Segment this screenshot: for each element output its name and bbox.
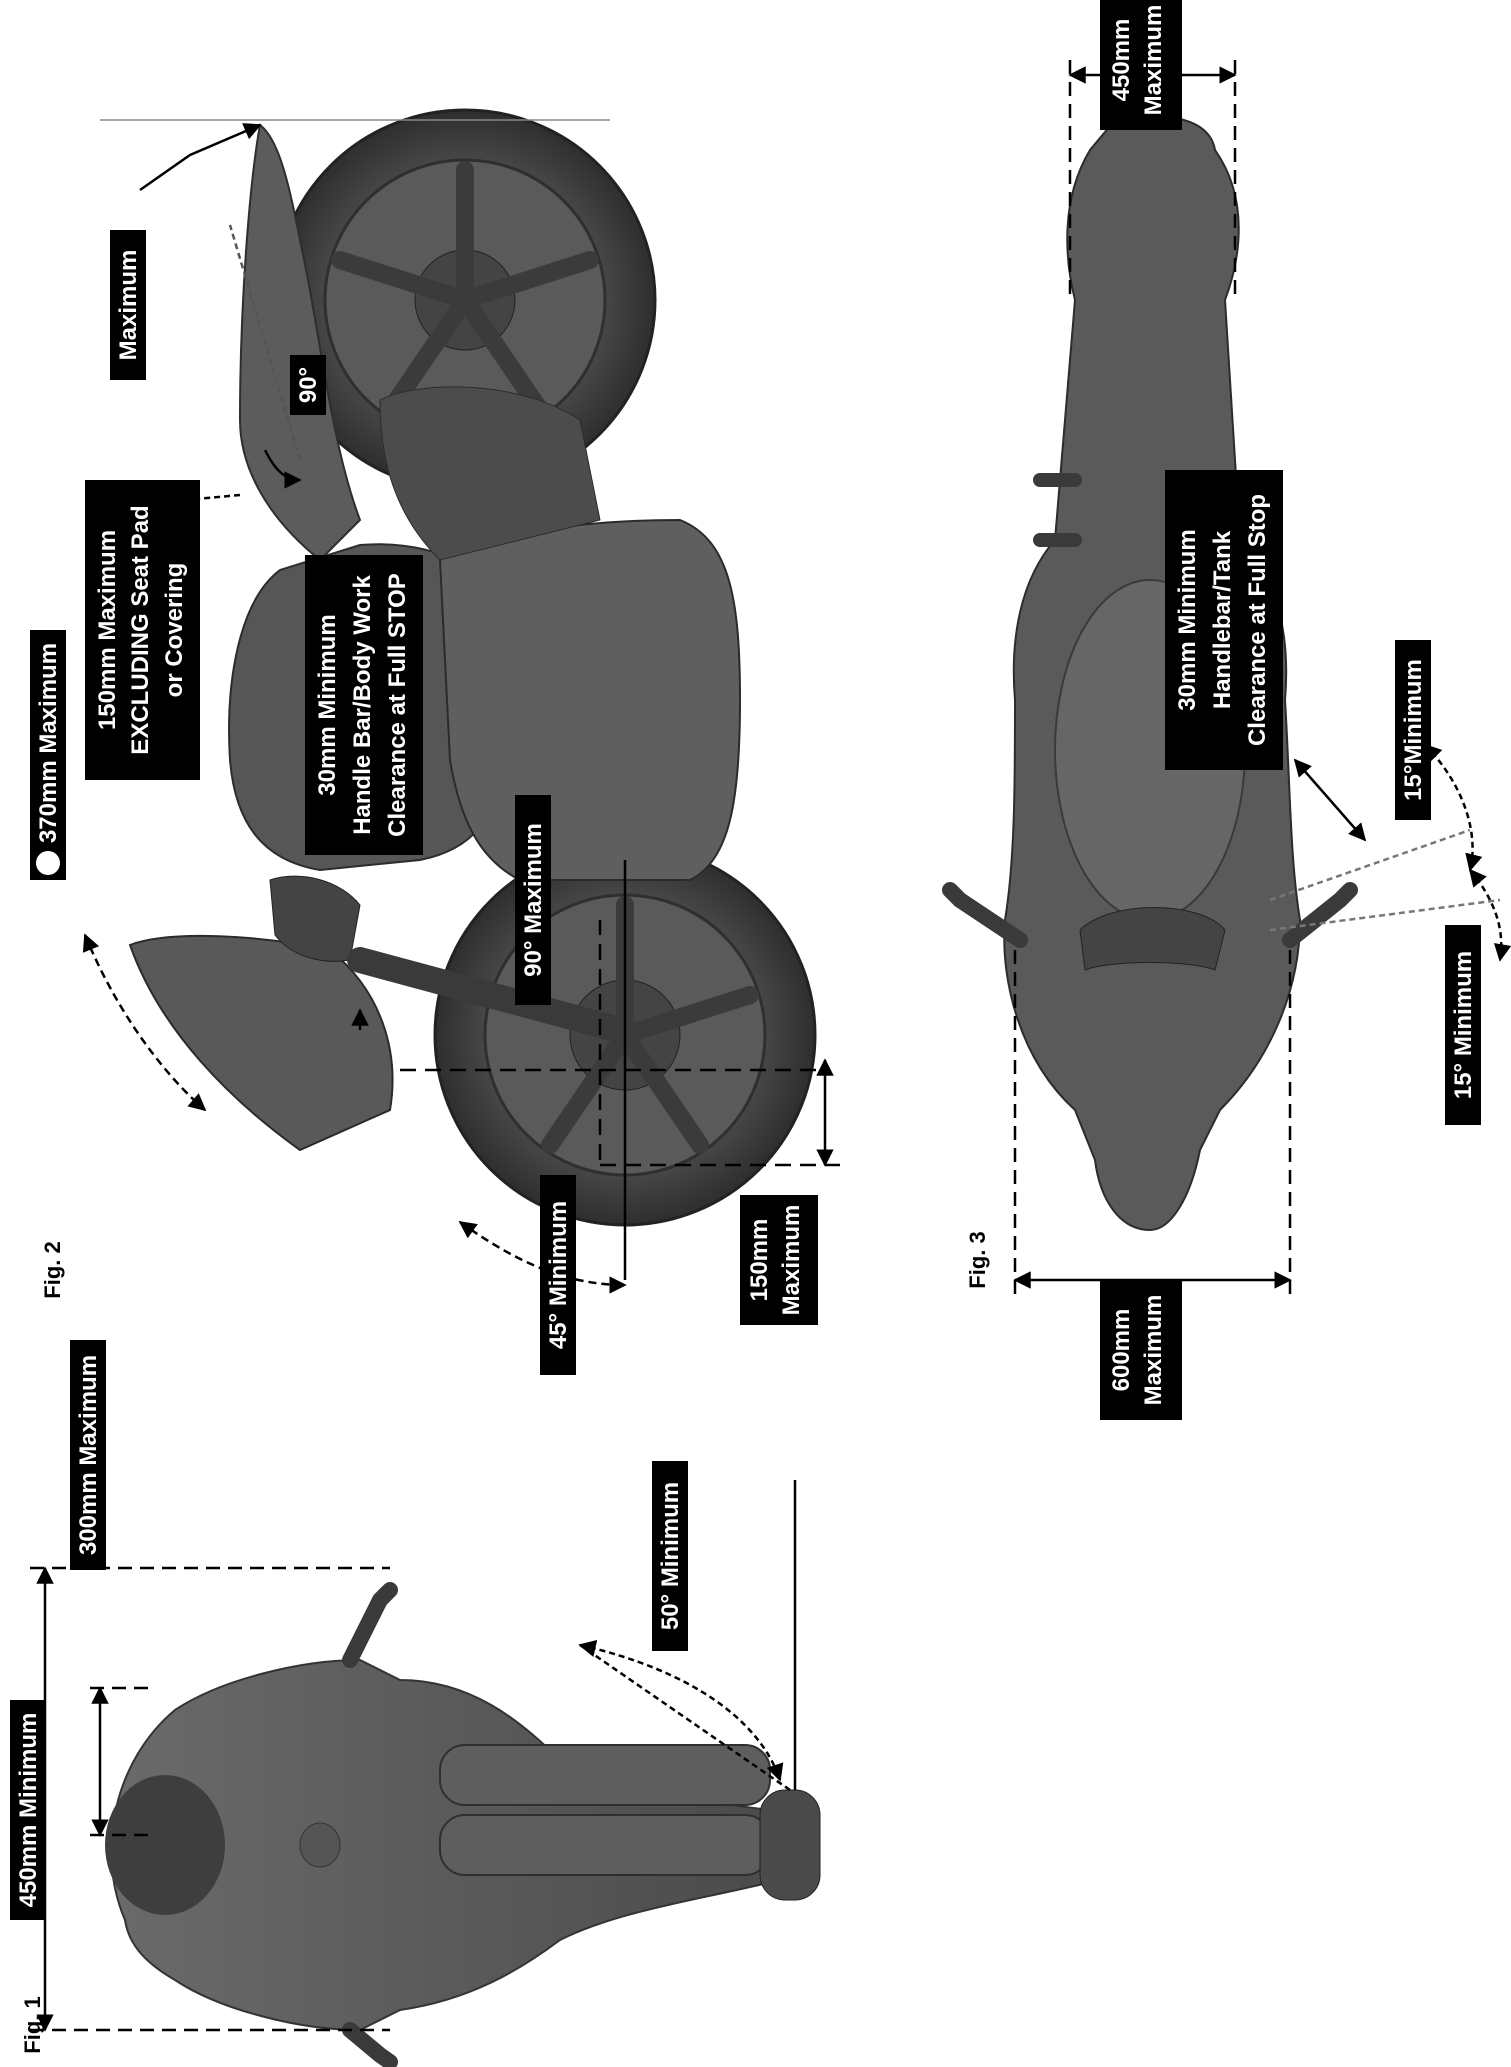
svg-text:Maximum: Maximum <box>115 250 142 361</box>
svg-text:300mm Maximum: 300mm Maximum <box>75 1355 102 1555</box>
svg-text:Fig. 2: Fig. 2 <box>40 1241 65 1298</box>
fig2-label-45-minimum: 45° Minimum <box>540 1175 576 1375</box>
fig3-label-450mm-maximum: 450mm Maximum <box>1100 0 1182 130</box>
svg-text:Maximum: Maximum <box>1140 1295 1167 1406</box>
fig2-label-370mm-maximum: 370mm Maximum <box>30 630 66 880</box>
figure-3: 450mm Maximum 30mm Minimum Handlebar/Tan… <box>942 0 1511 1420</box>
svg-text:50° Minimum: 50° Minimum <box>657 1482 684 1630</box>
fig3-caption: Fig. 3 <box>965 1231 990 1288</box>
svg-text:Maximum: Maximum <box>778 1205 805 1316</box>
svg-text:15°Minimum: 15°Minimum <box>1400 659 1427 801</box>
svg-text:Fig. 3: Fig. 3 <box>965 1231 990 1288</box>
fig2-label-90-maximum: 90° Maximum <box>515 795 551 1005</box>
fig3-label-15-minimum-b: 15° Minimum <box>1445 925 1481 1125</box>
svg-text:45° Minimum: 45° Minimum <box>545 1201 572 1349</box>
fig2-label-150mm-front: 150mm Maximum <box>740 1195 818 1325</box>
svg-text:450mm Minimum: 450mm Minimum <box>15 1713 42 1908</box>
svg-text:Clearance at Full STOP: Clearance at Full STOP <box>384 573 411 837</box>
svg-text:15° Minimum: 15° Minimum <box>1450 951 1477 1099</box>
svg-text:450mm: 450mm <box>1108 19 1135 102</box>
svg-text:30mm Minimum: 30mm Minimum <box>314 614 341 795</box>
fig2-label-30mm-clearance: 30mm Minimum Handle Bar/Body Work Cleara… <box>305 555 423 855</box>
svg-text:150mm: 150mm <box>746 1219 773 1302</box>
svg-text:EXCLUDING Seat Pad: EXCLUDING Seat Pad <box>127 505 154 754</box>
figure-1: 450mm Minimum 300mm Maximum 50° Minimum … <box>10 1340 821 2067</box>
fig3-label-15-minimum-a: 15°Minimum <box>1395 640 1431 820</box>
svg-text:600mm: 600mm <box>1108 1309 1135 1392</box>
fig3-label-600mm-maximum: 600mm Maximum <box>1100 1280 1182 1420</box>
svg-text:Fig. 1: Fig. 1 <box>20 1996 45 2053</box>
svg-text:30mm Minimum: 30mm Minimum <box>1174 529 1201 710</box>
svg-text:Handle Bar/Body Work: Handle Bar/Body Work <box>349 575 376 835</box>
fig1-label-50-minimum: 50° Minimum <box>652 1461 688 1651</box>
fig2-dimensions <box>82 119 840 1294</box>
fig2-label-90-deg: 90° <box>290 355 326 415</box>
fig2-label-150mm-seat: 150mm Maximum EXCLUDING Seat Pad or Cove… <box>85 480 200 780</box>
svg-text:90°: 90° <box>295 367 322 403</box>
svg-text:90° Maximum: 90° Maximum <box>520 823 547 977</box>
fig3-dimensions <box>1013 60 1511 1295</box>
svg-text:370mm Maximum: 370mm Maximum <box>35 643 62 843</box>
svg-text:Maximum: Maximum <box>1140 5 1167 116</box>
figure-2: 370mm Maximum 150mm Maximum EXCLUDING Se… <box>30 108 840 1375</box>
fig2-motorcycle-side-view <box>128 108 817 1227</box>
fig2-label-maximum: Maximum <box>110 230 146 380</box>
fig1-caption: Fig. 1 <box>20 1996 45 2053</box>
svg-text:150mm Maximum: 150mm Maximum <box>94 530 121 730</box>
svg-text:Handlebar/Tank: Handlebar/Tank <box>1209 530 1236 709</box>
fig1-label-300mm-maximum: 300mm Maximum <box>70 1340 106 1570</box>
svg-text:or Covering: or Covering <box>161 563 188 698</box>
fig3-label-30mm-clearance: 30mm Minimum Handlebar/Tank Clearance at… <box>1165 470 1283 770</box>
fig1-label-450mm-minimum: 450mm Minimum <box>10 1700 46 1920</box>
svg-text:Clearance at Full Stop: Clearance at Full Stop <box>1244 494 1271 746</box>
fig2-caption: Fig. 2 <box>40 1241 65 1298</box>
fig1-motorcycle-front-view <box>105 1582 821 2067</box>
